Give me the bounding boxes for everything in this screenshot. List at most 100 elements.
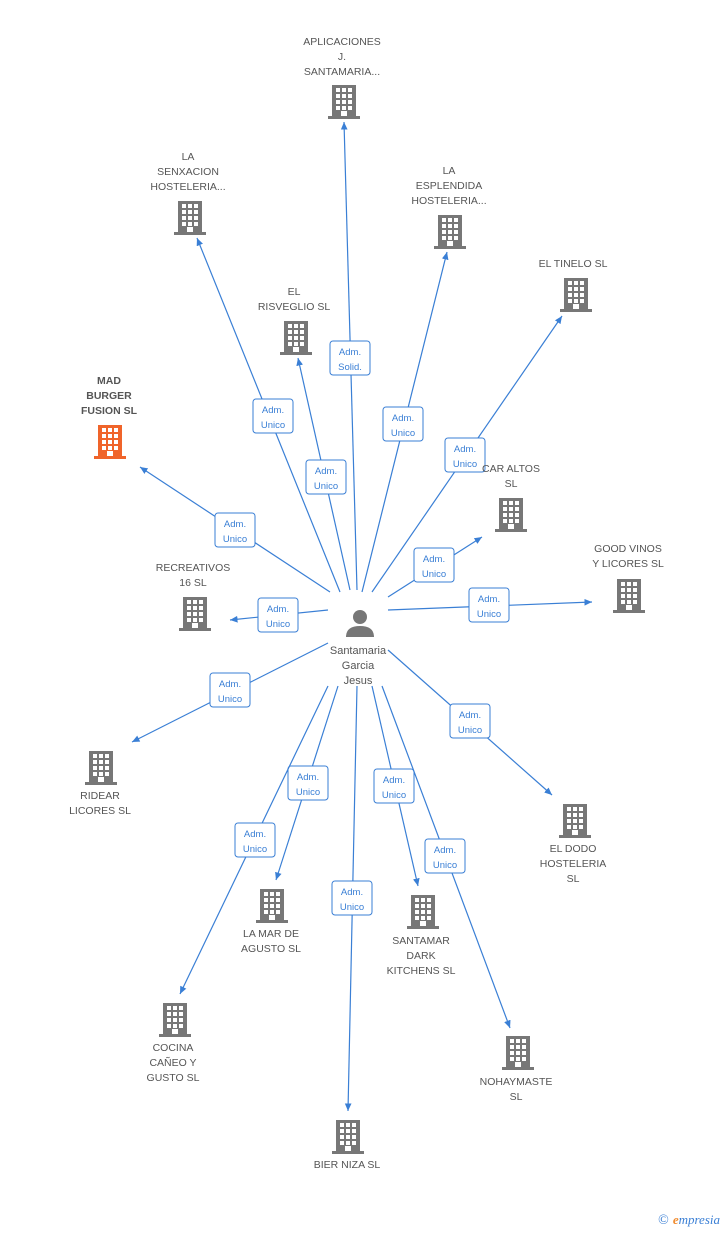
building-icon (559, 804, 591, 838)
role-badge-box (234, 822, 276, 858)
company-label-line: SENXACION (157, 166, 219, 178)
role-text: Adm. (423, 554, 445, 565)
role-badge-cocina[interactable]: Adm.Unico (234, 822, 276, 858)
nodes-layer: APLICACIONESJ.SANTAMARIA...LASENXACIONHO… (69, 36, 664, 1171)
role-text: Unico (340, 902, 364, 913)
company-label-line: LICORES SL (69, 805, 131, 817)
role-badge-good-vinos[interactable]: Adm.Unico (468, 587, 510, 623)
company-label-line: COCINA (153, 1042, 194, 1054)
company-label-line: EL DODO (550, 843, 597, 855)
building-icon (502, 1036, 534, 1070)
role-text: Adm. (244, 829, 266, 840)
company-label-line: DARK (406, 950, 435, 962)
role-text: Unico (223, 534, 247, 545)
role-badge-bier-niza[interactable]: Adm.Unico (331, 880, 373, 916)
company-label-line: APLICACIONES (303, 36, 381, 48)
role-text: Adm. (267, 604, 289, 615)
building-icon (159, 1003, 191, 1037)
role-text: Adm. (219, 679, 241, 690)
company-label-line: EL (288, 286, 301, 298)
role-badge-box (413, 547, 455, 583)
building-icon (407, 895, 439, 929)
role-badge-box (287, 765, 329, 801)
role-text: Adm. (434, 845, 456, 856)
role-text: Unico (433, 860, 457, 871)
company-label-line: GOOD VINOS (594, 543, 662, 555)
role-text: Adm. (315, 466, 337, 477)
person-node[interactable]: Santamaria Garcia Jesus (330, 610, 387, 687)
role-badge-box (468, 587, 510, 623)
role-badge-santamar[interactable]: Adm.Unico (373, 768, 415, 804)
company-label-line: HOSTELERIA (540, 858, 607, 870)
company-node-el-dodo[interactable]: EL DODO HOSTELERIA SL (540, 804, 607, 885)
company-label-line: EL TINELO SL (539, 258, 608, 270)
company-label-line: SANTAMARIA... (304, 66, 380, 78)
role-text: Adm. (224, 519, 246, 530)
role-badge-nohaymaste[interactable]: Adm. Unico (424, 838, 466, 874)
company-label-line: LA (443, 165, 456, 177)
company-label-line: SL (510, 1091, 523, 1103)
company-label-line: MAD (97, 375, 121, 387)
building-icon (256, 889, 288, 923)
company-label-line: RECREATIVOS (156, 562, 230, 574)
company-node-la-esplendida[interactable]: LAESPLENDIDAHOSTELERIA... (411, 165, 487, 249)
company-node-aplicaciones[interactable]: APLICACIONES J. SANTAMARIA... (303, 36, 381, 119)
role-badge-el-dodo[interactable]: Adm.Unico (449, 703, 491, 739)
role-badge-box (209, 672, 251, 708)
role-badge-la-senxacion[interactable]: Adm.Unico (252, 398, 294, 434)
role-badge-box (373, 768, 415, 804)
role-badge-car-altos[interactable]: Adm.Unico (413, 547, 455, 583)
role-badge-el-risveglio[interactable]: Adm. Unico (305, 459, 347, 495)
building-icon (560, 278, 592, 312)
role-badge-box (214, 512, 256, 548)
role-badge-box (329, 340, 371, 376)
role-text: Unico (218, 694, 242, 705)
building-icon (85, 751, 117, 785)
role-badge-box (449, 703, 491, 739)
company-label-line: ESPLENDIDA (416, 180, 483, 192)
company-label-line: LA MAR DE (243, 928, 299, 940)
role-text: Unico (458, 725, 482, 736)
role-text: Adm. (454, 444, 476, 455)
role-badge-mad-burger[interactable]: Adm. Unico (214, 512, 256, 548)
role-badge-recreativos[interactable]: Adm.Unico (257, 597, 299, 633)
role-text: Adm. (478, 594, 500, 605)
copyright-symbol: © (658, 1213, 669, 1228)
role-text: Unico (314, 481, 338, 492)
company-label-line: J. (338, 51, 346, 63)
company-node-el-tinelo[interactable]: EL TINELO SL (539, 258, 608, 312)
role-badge-la-esplendida[interactable]: Adm. Unico (382, 406, 424, 442)
role-text: Adm. (392, 413, 414, 424)
role-badge-el-tinelo[interactable]: Adm.Unico (444, 437, 486, 473)
company-label-line: SL (567, 873, 580, 885)
role-badge-ridear[interactable]: Adm. Unico (209, 672, 251, 708)
company-node-bier-niza[interactable]: BIER NIZA SL (314, 1120, 381, 1171)
role-badge-box (382, 406, 424, 442)
company-label-line: KITCHENS SL (387, 965, 456, 977)
company-label-line: CAR ALTOS (482, 463, 540, 475)
brand-name: mpresia (678, 1212, 720, 1227)
company-node-la-senxacion[interactable]: LASENXACIONHOSTELERIA... (150, 151, 226, 235)
edges-layer: Adm.Solid.Adm.UnicoAdm.UnicoAdm.UnicoAdm… (131, 121, 593, 1112)
role-badge-box (444, 437, 486, 473)
role-badge-aplicaciones[interactable]: Adm.Solid. (329, 340, 371, 376)
role-badge-box (305, 459, 347, 495)
role-text: Unico (382, 790, 406, 801)
building-icon (495, 498, 527, 532)
company-label-line: FUSION SL (81, 405, 138, 417)
role-text: Solid. (338, 362, 362, 373)
person-name-line-1: Santamaria (330, 645, 387, 657)
role-text: Unico (391, 428, 415, 439)
role-badge-la-mar[interactable]: Adm.Unico (287, 765, 329, 801)
